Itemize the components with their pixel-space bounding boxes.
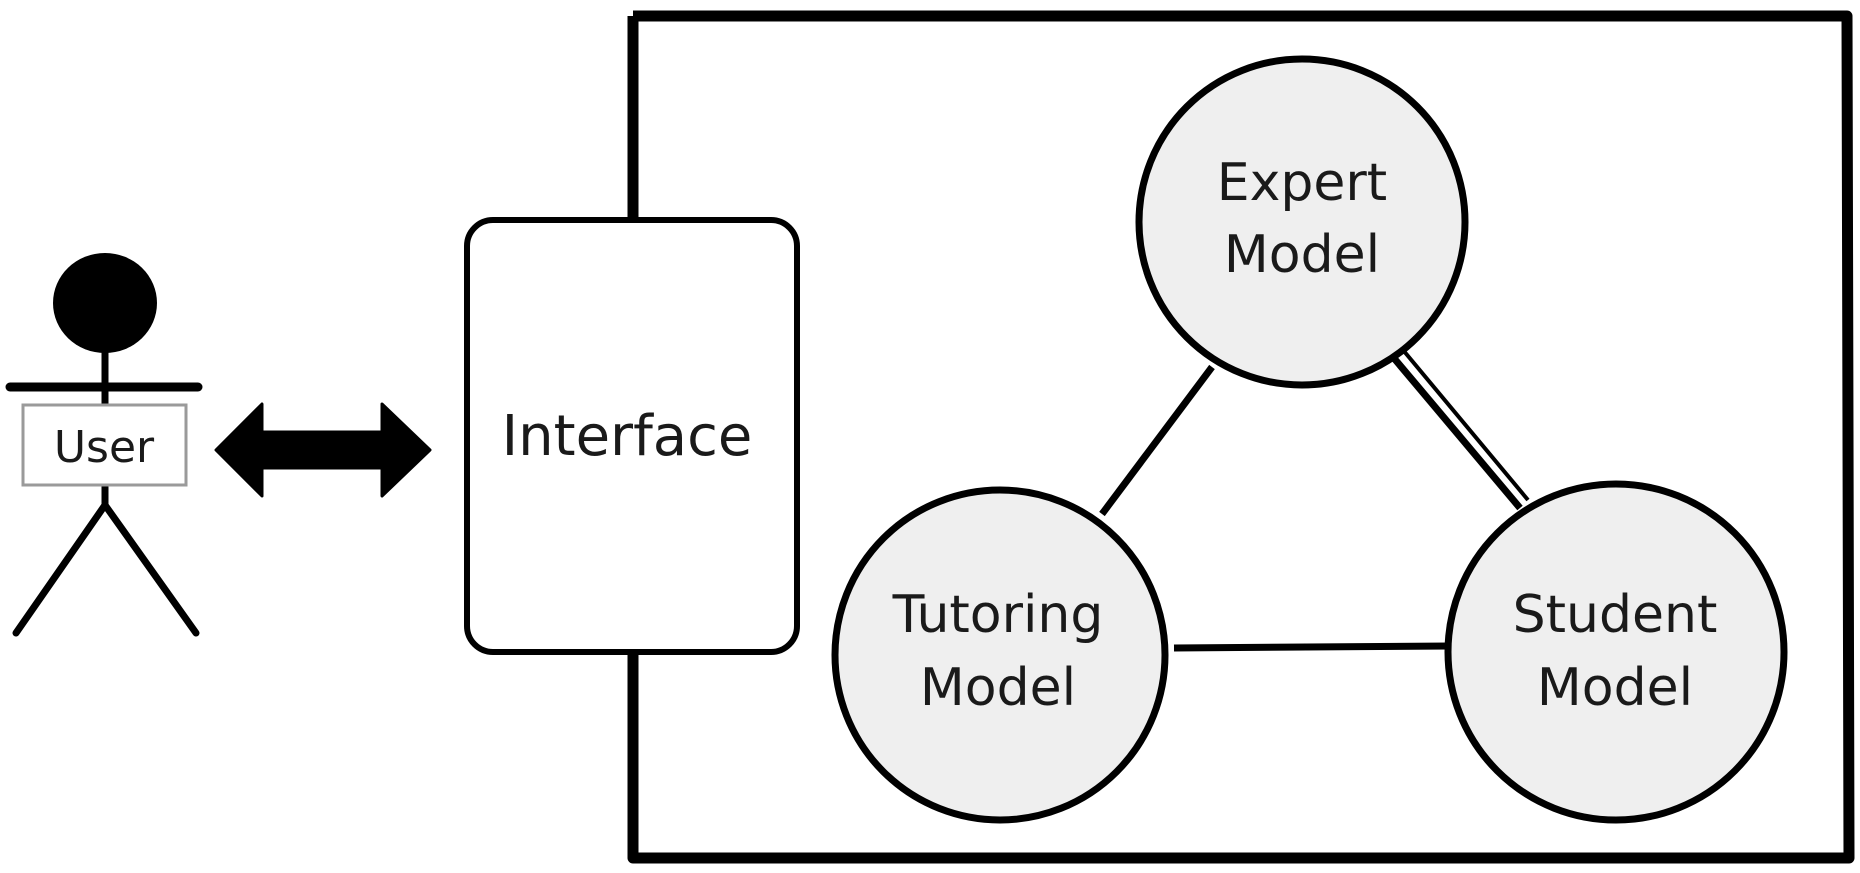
- student-model-label-line1: Student: [1513, 585, 1718, 645]
- user-label: User: [54, 422, 155, 473]
- tutoring-model-node: Tutoring Model: [831, 486, 1169, 824]
- user-head: [53, 253, 157, 353]
- student-model-node: Student Model: [1444, 480, 1788, 824]
- interface-panel: Interface: [464, 217, 800, 655]
- user-left-leg: [12, 501, 109, 637]
- tutoring-model-label-line1: Tutoring: [892, 585, 1104, 645]
- user-label-box: [21, 403, 188, 487]
- expert-model-label-line1: Expert: [1217, 153, 1387, 213]
- tutoring-model-label-line2: Model: [920, 658, 1076, 718]
- user-stick-figure: User: [5, 253, 203, 637]
- edge-expert-tutoring: [1099, 364, 1215, 517]
- expert-model-node: Expert Model: [1135, 55, 1469, 389]
- edge-tutoring-student: [1173, 642, 1451, 652]
- user-right-leg: [101, 501, 200, 637]
- interface-label: Interface: [502, 404, 753, 469]
- bidirectional-arrow-icon: [214, 402, 432, 498]
- model-edges: [1099, 348, 1530, 652]
- edge-expert-student-double: [1401, 348, 1530, 502]
- expert-model-label-line2: Model: [1224, 225, 1380, 285]
- edge-expert-student: [1390, 354, 1523, 511]
- student-model-label-line2: Model: [1537, 658, 1693, 718]
